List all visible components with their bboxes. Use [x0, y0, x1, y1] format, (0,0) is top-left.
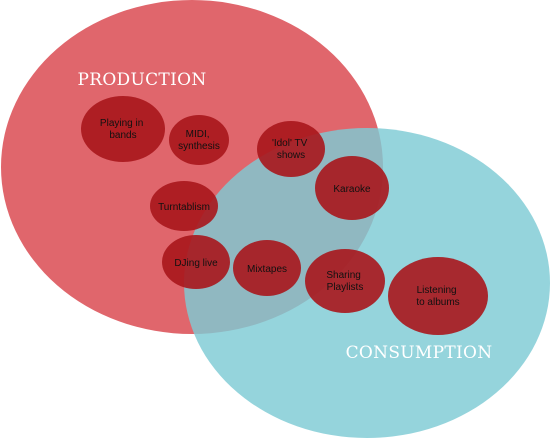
- svg-text:MIDI, synthesis: MIDI, synthesis: [178, 129, 220, 152]
- bubble-djing-live-line-1: DJing live: [174, 258, 218, 269]
- production-title: PRODUCTION: [77, 70, 206, 90]
- svg-text:'Idol' TV shows: 'Idol' TV shows: [272, 138, 310, 161]
- bubble-sharing-playlists-line-2: Playlists: [327, 282, 364, 293]
- consumption-title: CONSUMPTION: [346, 343, 493, 363]
- bubble-turntablism-shape: [150, 181, 218, 231]
- bubble-playing-in-bands-line-2: bands: [109, 130, 136, 141]
- bubble-idol-tv-shows-shape: [257, 121, 325, 177]
- svg-text:Mixtapes: Mixtapes: [247, 264, 287, 275]
- bubble-idol-tv-shows: 'Idol' TV shows: [257, 121, 325, 177]
- bubble-karaoke-shape: [315, 156, 389, 220]
- bubble-listening-to-albums: Listening to albums: [388, 257, 488, 335]
- bubble-playing-in-bands-line-1: Playing in: [100, 118, 143, 129]
- svg-text:Turntablism: Turntablism: [158, 202, 210, 213]
- bubble-idol-tv-shows-line-1: 'Idol' TV: [272, 138, 308, 149]
- bubble-karaoke: Karaoke: [315, 156, 389, 220]
- svg-text:DJing live: DJing live: [174, 258, 218, 269]
- bubble-listening-to-albums-shape: [388, 257, 488, 335]
- bubble-karaoke-line-1: Karaoke: [333, 184, 371, 195]
- bubble-mixtapes: Mixtapes: [233, 240, 301, 296]
- bubble-midi-synthesis-shape: [169, 115, 229, 165]
- activity-bubbles: Playing in bands MIDI, synthesis 'Idol' …: [81, 96, 488, 335]
- bubble-playing-in-bands-shape: [81, 96, 165, 162]
- bubble-djing-live-shape: [162, 235, 230, 289]
- svg-text:Karaoke: Karaoke: [333, 184, 371, 195]
- svg-text:Sharing Playlists: Sharing Playlists: [326, 270, 363, 293]
- svg-text:Playing in bands: Playing in bands: [100, 118, 146, 141]
- svg-text:Listening to albums: Listening to albums: [416, 285, 459, 308]
- bubble-sharing-playlists-line-1: Sharing: [326, 270, 360, 281]
- bubble-djing-live: DJing live: [162, 235, 230, 289]
- bubble-listening-to-albums-line-2: to albums: [416, 297, 459, 308]
- bubble-mixtapes-shape: [233, 240, 301, 296]
- bubble-listening-to-albums-line-1: Listening: [417, 285, 457, 296]
- bubble-midi-synthesis: MIDI, synthesis: [169, 115, 229, 165]
- bubble-sharing-playlists-shape: [305, 249, 385, 313]
- bubble-sharing-playlists: Sharing Playlists: [305, 249, 385, 313]
- bubble-midi-synthesis-line-2: synthesis: [178, 141, 220, 152]
- bubble-turntablism: Turntablism: [150, 181, 218, 231]
- bubble-midi-synthesis-line-1: MIDI,: [186, 129, 210, 140]
- bubble-mixtapes-line-1: Mixtapes: [247, 264, 287, 275]
- bubble-turntablism-line-1: Turntablism: [158, 202, 210, 213]
- bubble-idol-tv-shows-line-2: shows: [277, 150, 305, 161]
- bubble-playing-in-bands: Playing in bands: [81, 96, 165, 162]
